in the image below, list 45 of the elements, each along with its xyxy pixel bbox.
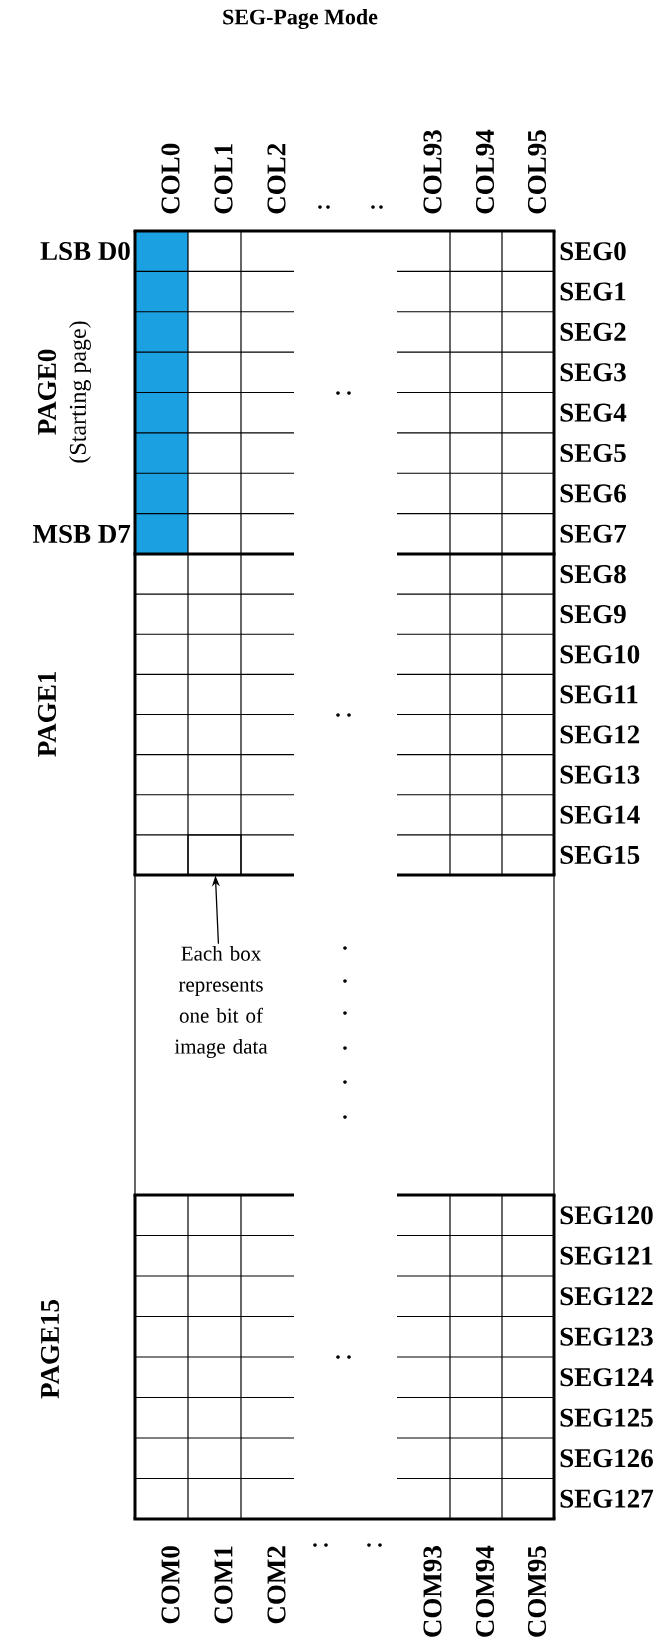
seg-label: SEG15 (560, 845, 640, 864)
seg-label: SEG4 (560, 403, 627, 422)
seg-label: SEG124 (560, 1368, 654, 1387)
com-label: COM2 (267, 1546, 286, 1624)
col-label: COL94 (475, 129, 495, 214)
bit-label: MSB D7 (33, 524, 131, 544)
seg-label: SEG126 (560, 1449, 653, 1468)
page-label: PAGE1 (37, 672, 57, 757)
seg-label: SEG9 (560, 605, 626, 624)
com-label: COM0 (161, 1546, 180, 1624)
page-label: PAGE15 (40, 1299, 60, 1399)
seg-label: SEG7 (560, 524, 627, 543)
col-label: COL1 (214, 144, 233, 214)
seg-label: SEG1 (560, 282, 626, 301)
seg-label: SEG8 (560, 564, 626, 584)
seg-label: SEG6 (560, 484, 626, 503)
page-note: (Starting page) (69, 321, 91, 463)
col-label: COL93 (423, 130, 442, 214)
bit-label: LSB D0 (40, 241, 130, 261)
seg-label: SEG5 (560, 444, 626, 463)
seg-label: SEG12 (560, 725, 640, 744)
seg-label: SEG10 (560, 645, 640, 664)
title: SEG-Page Mode (223, 8, 378, 30)
com-label: COM94 (475, 1545, 495, 1637)
col-label: COL2 (267, 143, 286, 214)
seg-label: SEG123 (560, 1327, 653, 1346)
seg-label: SEG121 (560, 1246, 653, 1265)
com-label: COM95 (527, 1546, 547, 1637)
com-label: COM1 (214, 1546, 233, 1624)
seg-label: SEG11 (560, 685, 638, 704)
page-label: PAGE0 (37, 349, 57, 435)
callout-text: Each box represents one bit of image data (174, 945, 268, 1059)
seg-label: SEG3 (560, 363, 626, 382)
seg-label: SEG13 (560, 765, 640, 784)
com-label: COM93 (423, 1546, 442, 1637)
seg-label: SEG120 (560, 1206, 653, 1225)
col-label: COL95 (527, 130, 547, 214)
seg-label: SEG14 (560, 805, 640, 824)
seg-label: SEG127 (560, 1489, 654, 1508)
col-label: COL0 (161, 143, 180, 214)
seg-label: SEG2 (560, 322, 626, 341)
seg-label: SEG0 (560, 242, 626, 261)
seg-label: SEG122 (560, 1287, 653, 1306)
grid-cell (187, 834, 242, 876)
seg-label: SEG125 (560, 1408, 653, 1427)
